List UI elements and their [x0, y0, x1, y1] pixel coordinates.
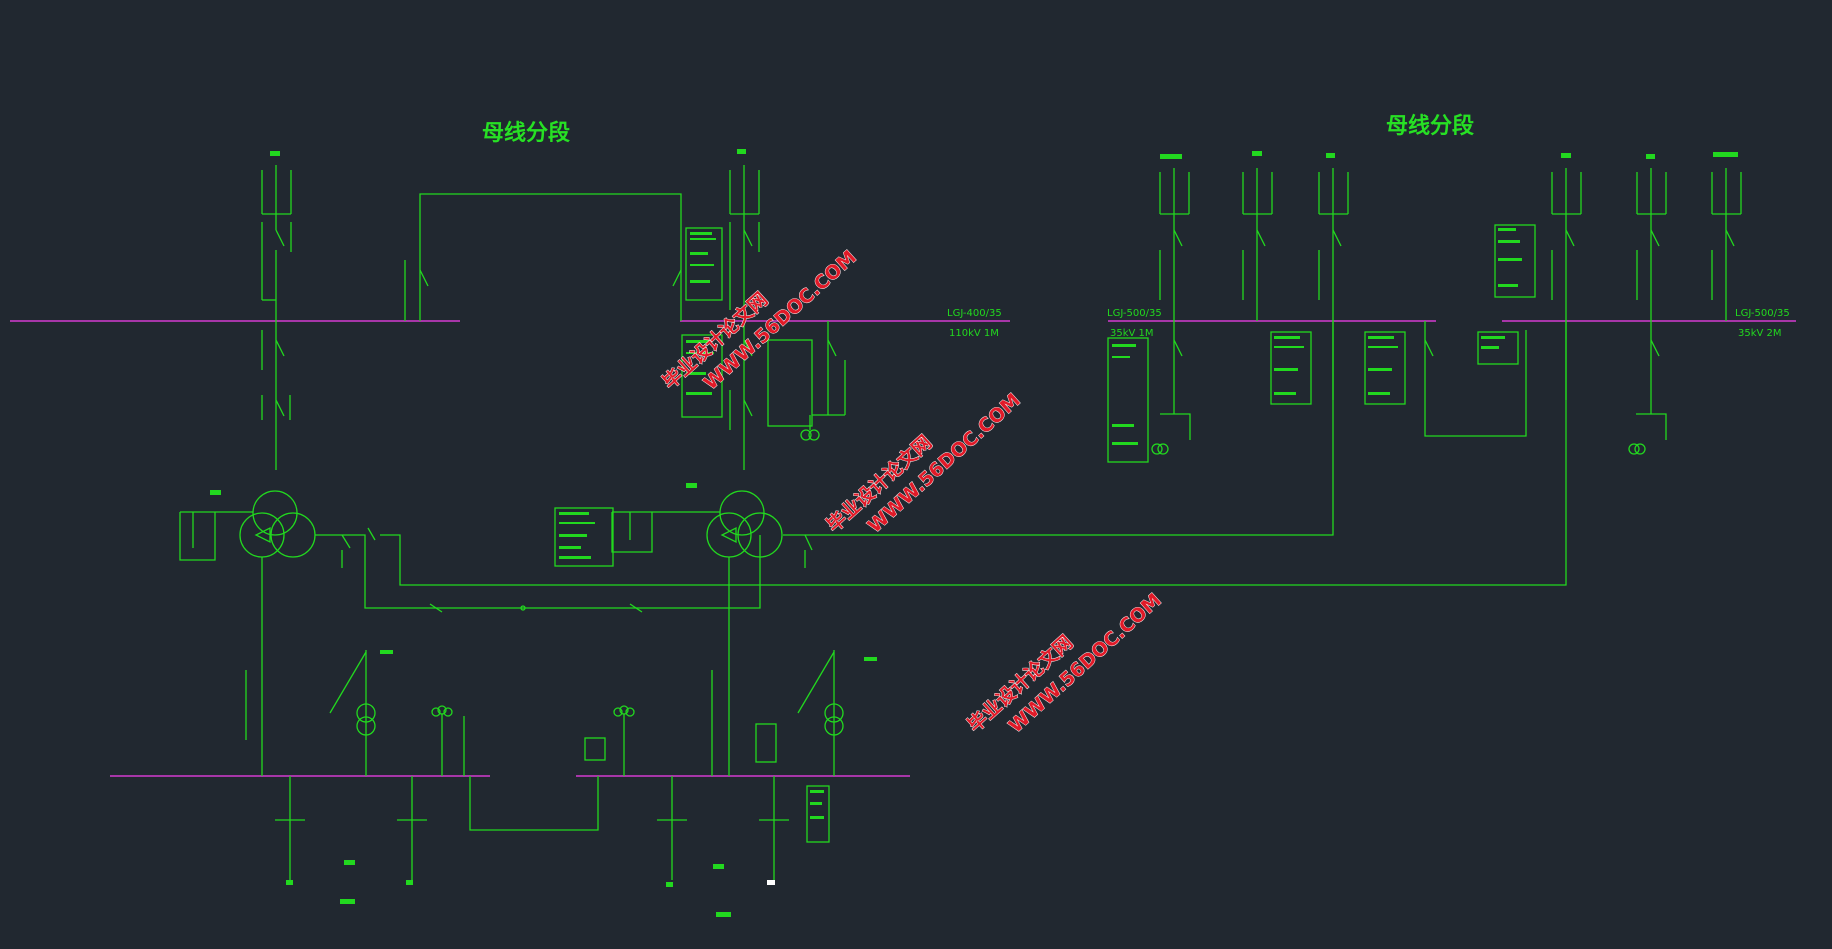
feeders-10kv [245, 650, 844, 880]
tag-110-right [737, 149, 746, 154]
watermark-3: 毕业设计论文网 WWW.56DOC.COM [963, 589, 1167, 738]
feeder-110-left [261, 165, 292, 470]
info-box-t2 [554, 507, 614, 567]
pt-bay-110 [767, 321, 846, 441]
label-volt-35-left: 35kV 1M [1110, 328, 1154, 339]
feeders-35kv [1159, 168, 1742, 321]
busbars [10, 320, 1796, 777]
left-title: 母线分段 [482, 120, 570, 146]
transformer-t1 [179, 321, 1567, 776]
label-line-35-left: LGJ-500/35 [1107, 308, 1162, 319]
tag-110-left [270, 151, 280, 156]
label-line-35-right: LGJ-500/35 [1735, 308, 1790, 319]
right-title: 母线分段 [1386, 113, 1474, 139]
info-boxes-110 [681, 227, 723, 418]
tags-35kv [1160, 151, 1738, 159]
bus-section-110 [404, 193, 682, 321]
tags-10kv [286, 650, 877, 917]
label-volt-35-right: 35kV 2M [1738, 328, 1782, 339]
tie-switch-t1-t2 [429, 603, 643, 613]
info-boxes-35kv [1107, 224, 1536, 463]
tag-t1 [210, 490, 221, 495]
label-line-110: LGJ-400/35 [947, 308, 1002, 319]
label-volt-110: 110kV 1M [949, 328, 999, 339]
tag-t2 [686, 483, 697, 488]
watermark-2: 毕业设计论文网 WWW.56DOC.COM [822, 389, 1026, 538]
bus-section-35kv [1151, 321, 1667, 455]
watermark-1: 毕业设计论文网 WWW.56DOC.COM [658, 246, 862, 395]
feeder-110-right [729, 165, 760, 470]
